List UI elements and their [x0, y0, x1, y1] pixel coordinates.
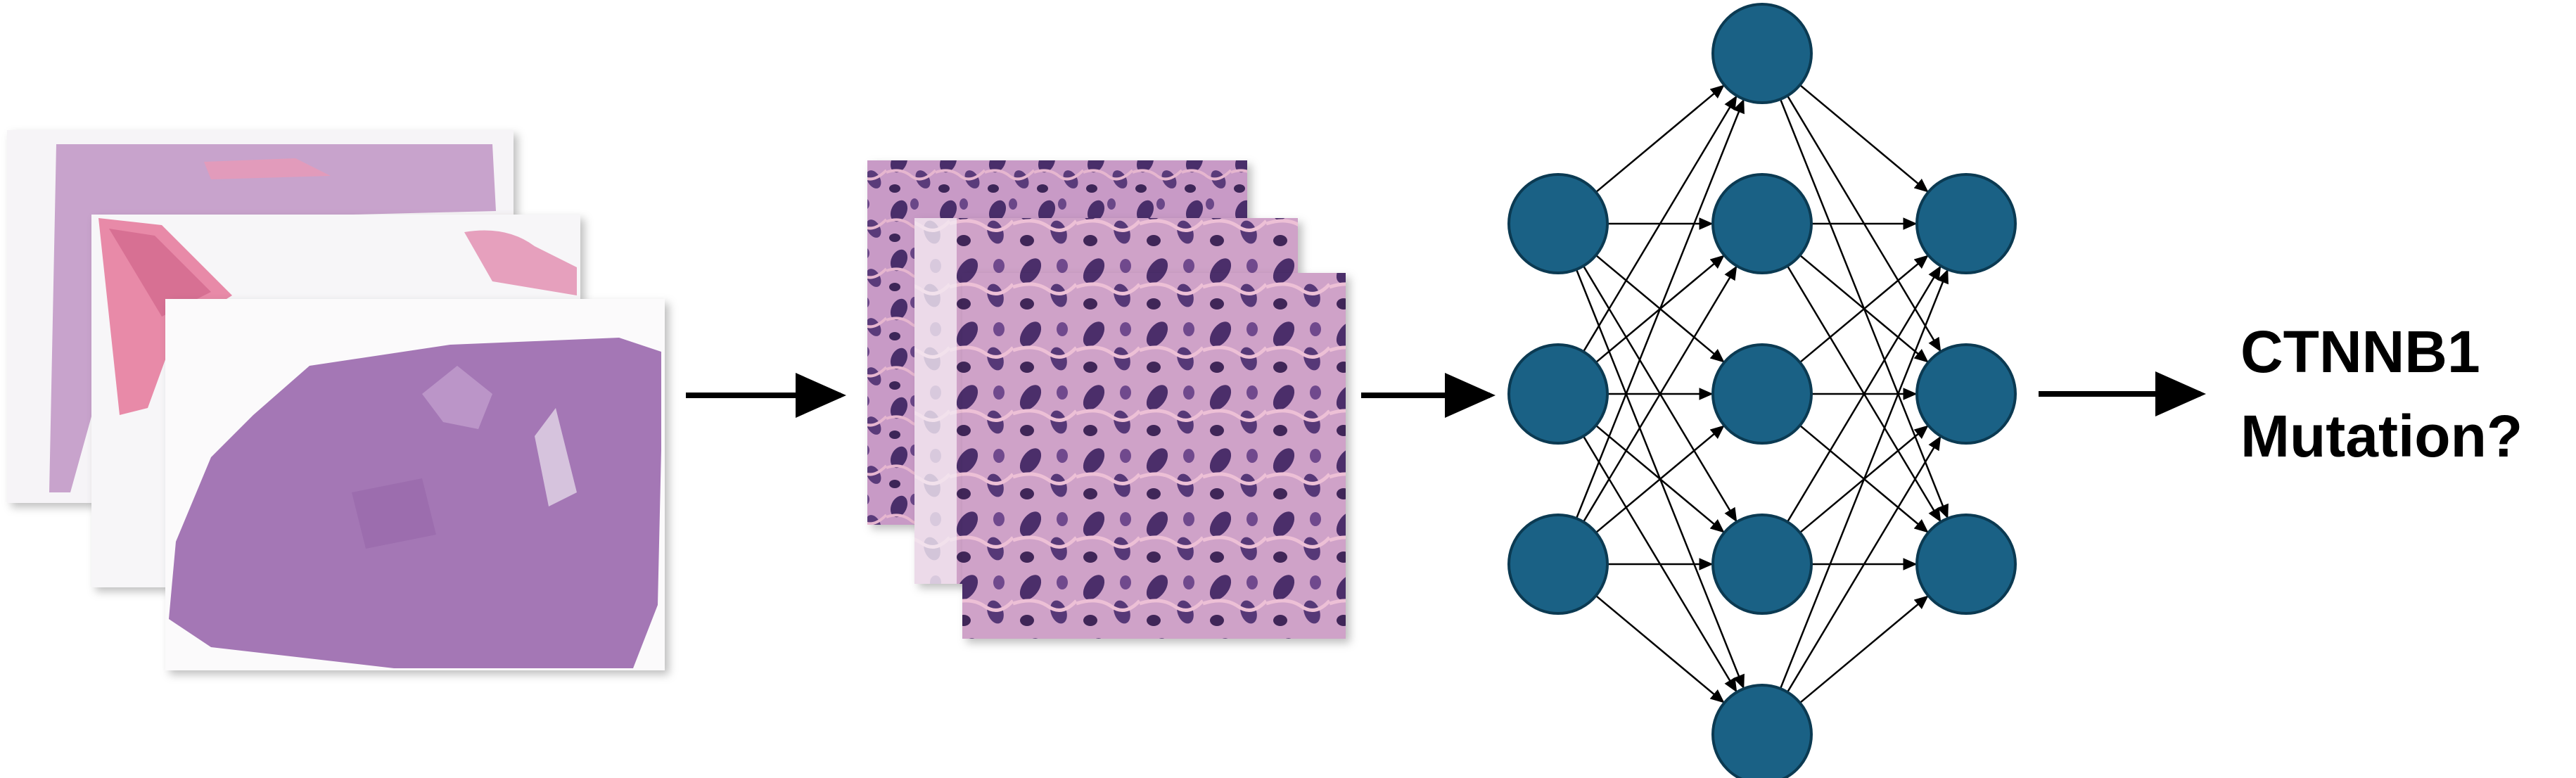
whole-slide-image-stack [7, 130, 665, 670]
network-edge-l0-2-1 [1582, 265, 1737, 523]
network-node-layer1-2 [1711, 343, 1813, 445]
network-node-layer1-1 [1711, 173, 1813, 274]
network-node-layer2-1 [1915, 343, 2017, 445]
tissue-tile-stack [867, 160, 1346, 639]
network-edge-l1-4-0 [1779, 269, 1949, 689]
network-edge-l0-1-0 [1582, 95, 1737, 352]
output-label-line-2: Mutation? [2240, 403, 2523, 469]
network-node-layer1-4 [1711, 684, 1813, 778]
network-node-layer0-0 [1507, 173, 1609, 274]
network-node-layer0-2 [1507, 514, 1609, 615]
network-node-layer0-1 [1507, 343, 1609, 445]
network-edge-l1-3-0 [1786, 265, 1941, 523]
network-edge-l0-0-0 [1595, 84, 1725, 193]
tissue-tile-front [962, 273, 1346, 639]
network-node-layer2-2 [1915, 514, 2017, 615]
network-edge-l1-4-2 [1799, 595, 1929, 704]
neural-network-diagram [1507, 3, 2017, 778]
network-node-layer1-0 [1711, 3, 1813, 104]
network-edge-l0-2-2 [1595, 425, 1725, 534]
network-node-layer1-3 [1711, 514, 1813, 615]
output-label-line-1: CTNNB1 [2240, 319, 2480, 385]
network-edge-l1-4-1 [1786, 435, 1941, 693]
slide-image-front [165, 299, 665, 670]
output-label: CTNNB1 Mutation? [2240, 310, 2523, 478]
network-edge-l1-0-0 [1799, 84, 1929, 193]
network-edge-l1-2-0 [1799, 255, 1929, 364]
network-node-layer2-0 [1915, 173, 2017, 274]
network-edge-l0-2-4 [1595, 594, 1725, 703]
network-edge-l0-2-0 [1575, 98, 1745, 519]
